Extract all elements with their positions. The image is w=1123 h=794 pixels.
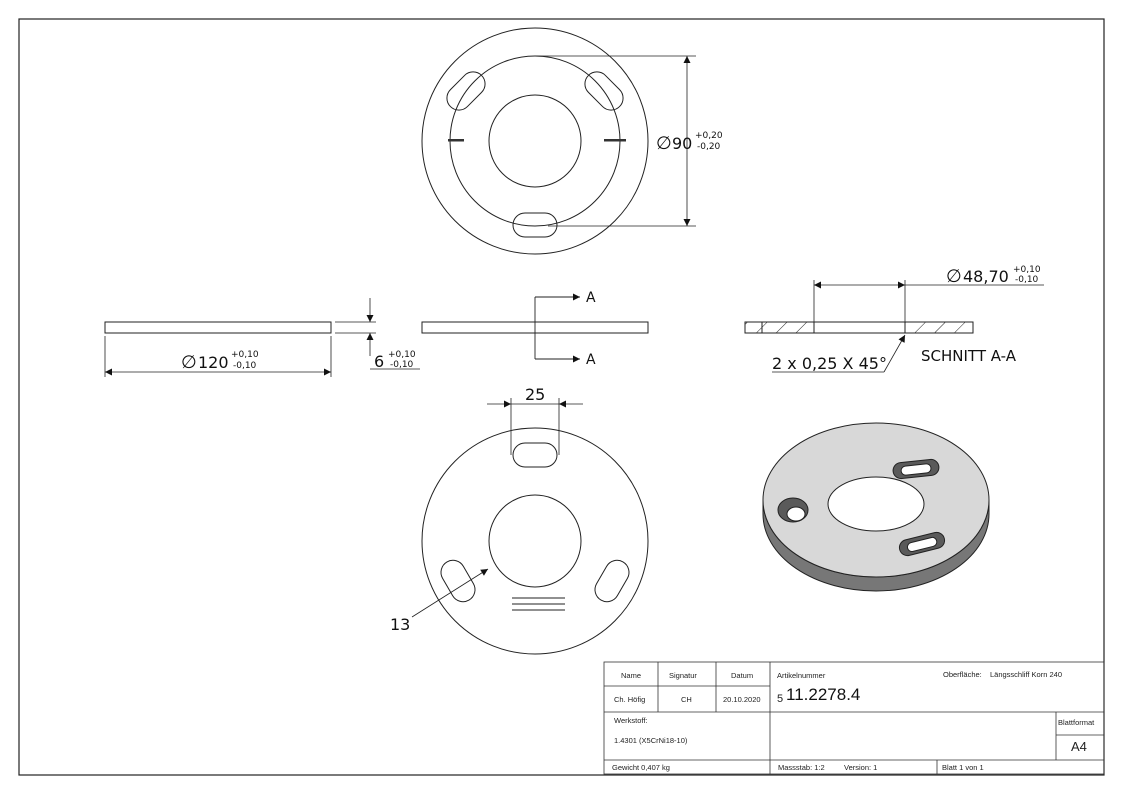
chamfer-note: 2 x 0,25 X 45° bbox=[772, 354, 887, 373]
bottom-slot-top bbox=[512, 442, 558, 468]
tb-sheet: Blatt 1 von 1 bbox=[942, 763, 984, 772]
tb-signature-value: CH bbox=[681, 695, 692, 704]
tb-material-value: 1.4301 (X5CrNi18-10) bbox=[614, 736, 688, 745]
tb-header-article: Artikelnummer bbox=[777, 671, 826, 680]
tb-format-label: Blattformat bbox=[1058, 718, 1095, 727]
dim-6-tol-plus: +0,10 bbox=[388, 350, 416, 360]
dim-25-value: 25 bbox=[525, 385, 545, 404]
tb-article-number: 11.2278.4 bbox=[786, 685, 861, 704]
tb-article-prefix: 5 bbox=[777, 693, 784, 705]
tb-scale: Massstab: 1:2 bbox=[778, 763, 825, 772]
tb-format-value: A4 bbox=[1071, 739, 1087, 754]
tb-weight: Gewicht 0,407 kg bbox=[612, 763, 670, 772]
section-material-right bbox=[904, 321, 974, 334]
tb-version: Version: 1 bbox=[844, 763, 878, 772]
dim-90-symbol: ∅ bbox=[656, 133, 672, 154]
dim-48 bbox=[813, 280, 1044, 322]
section-material-left bbox=[744, 321, 815, 334]
top-slot-bottom bbox=[512, 212, 558, 238]
engraving-mark-right bbox=[604, 139, 626, 142]
dim-25 bbox=[487, 398, 583, 455]
dim-120-value: 120 bbox=[198, 353, 229, 372]
sheet-border bbox=[18, 18, 1105, 776]
section-bore bbox=[813, 321, 906, 334]
dim-6 bbox=[335, 298, 420, 370]
title-block-frame bbox=[603, 661, 1105, 775]
tb-material-label: Werkstoff: bbox=[614, 716, 648, 725]
engraving-mark-left bbox=[448, 139, 464, 142]
dim-6-value: 6 bbox=[374, 352, 384, 371]
dim-13 bbox=[411, 568, 489, 618]
dim-48-tol-minus: -0,10 bbox=[1015, 275, 1039, 285]
top-slot-left bbox=[446, 71, 486, 111]
iso-center-hole bbox=[827, 476, 925, 532]
isometric-view bbox=[762, 422, 990, 592]
bottom-slot-right bbox=[594, 559, 630, 603]
tb-header-surface: Oberfläche: bbox=[943, 670, 982, 679]
bottom-engraving bbox=[512, 597, 565, 611]
tb-name-value: Ch. Höfig bbox=[614, 695, 646, 704]
iso-slot-left-inner bbox=[786, 506, 806, 522]
bottom-outer-circle bbox=[421, 427, 649, 655]
section-view bbox=[744, 321, 974, 334]
bottom-view bbox=[421, 427, 649, 655]
dim-48-symbol: ∅ bbox=[946, 266, 962, 287]
dim-90-value: 90 bbox=[672, 134, 692, 153]
top-center-hole bbox=[488, 94, 582, 188]
dim-13-value: 13 bbox=[390, 615, 410, 634]
side-view-plate bbox=[104, 321, 332, 334]
dim-120-symbol: ∅ bbox=[181, 352, 197, 373]
dim-90 bbox=[535, 55, 696, 227]
iso-slot-top-inner bbox=[900, 463, 932, 476]
dim-48-tol-plus: +0,10 bbox=[1013, 265, 1041, 275]
bottom-center-hole bbox=[488, 494, 582, 588]
tb-date-value: 20.10.2020 bbox=[723, 695, 761, 704]
dim-48-value: 48,70 bbox=[963, 267, 1009, 286]
iso-slot-bottom-inner bbox=[906, 536, 938, 553]
dim-6-tol-minus: -0,10 bbox=[390, 360, 414, 370]
tb-header-signature: Signatur bbox=[669, 671, 697, 680]
section-title: SCHNITT A-A bbox=[921, 347, 1017, 365]
chamfer-leader bbox=[772, 334, 906, 373]
dim-120-tol-minus: -0,10 bbox=[233, 361, 257, 371]
tb-header-name: Name bbox=[621, 671, 642, 680]
tb-surface-value: Längsschliff Korn 240 bbox=[990, 670, 1062, 679]
dim-120-tol-plus: +0,10 bbox=[231, 350, 259, 360]
dim-90-tol-plus: +0,20 bbox=[695, 131, 723, 141]
top-outer-circle bbox=[421, 27, 649, 255]
top-slot-right bbox=[584, 71, 624, 111]
section-marker-top: A bbox=[586, 290, 596, 306]
section-line bbox=[534, 293, 580, 363]
top-bolt-circle bbox=[449, 55, 621, 227]
bottom-slot-left bbox=[440, 559, 476, 603]
tb-header-date: Datum bbox=[731, 671, 754, 680]
dim-120 bbox=[104, 336, 332, 377]
section-marker-bottom: A bbox=[586, 352, 596, 368]
dim-90-tol-minus: -0,20 bbox=[697, 142, 721, 152]
